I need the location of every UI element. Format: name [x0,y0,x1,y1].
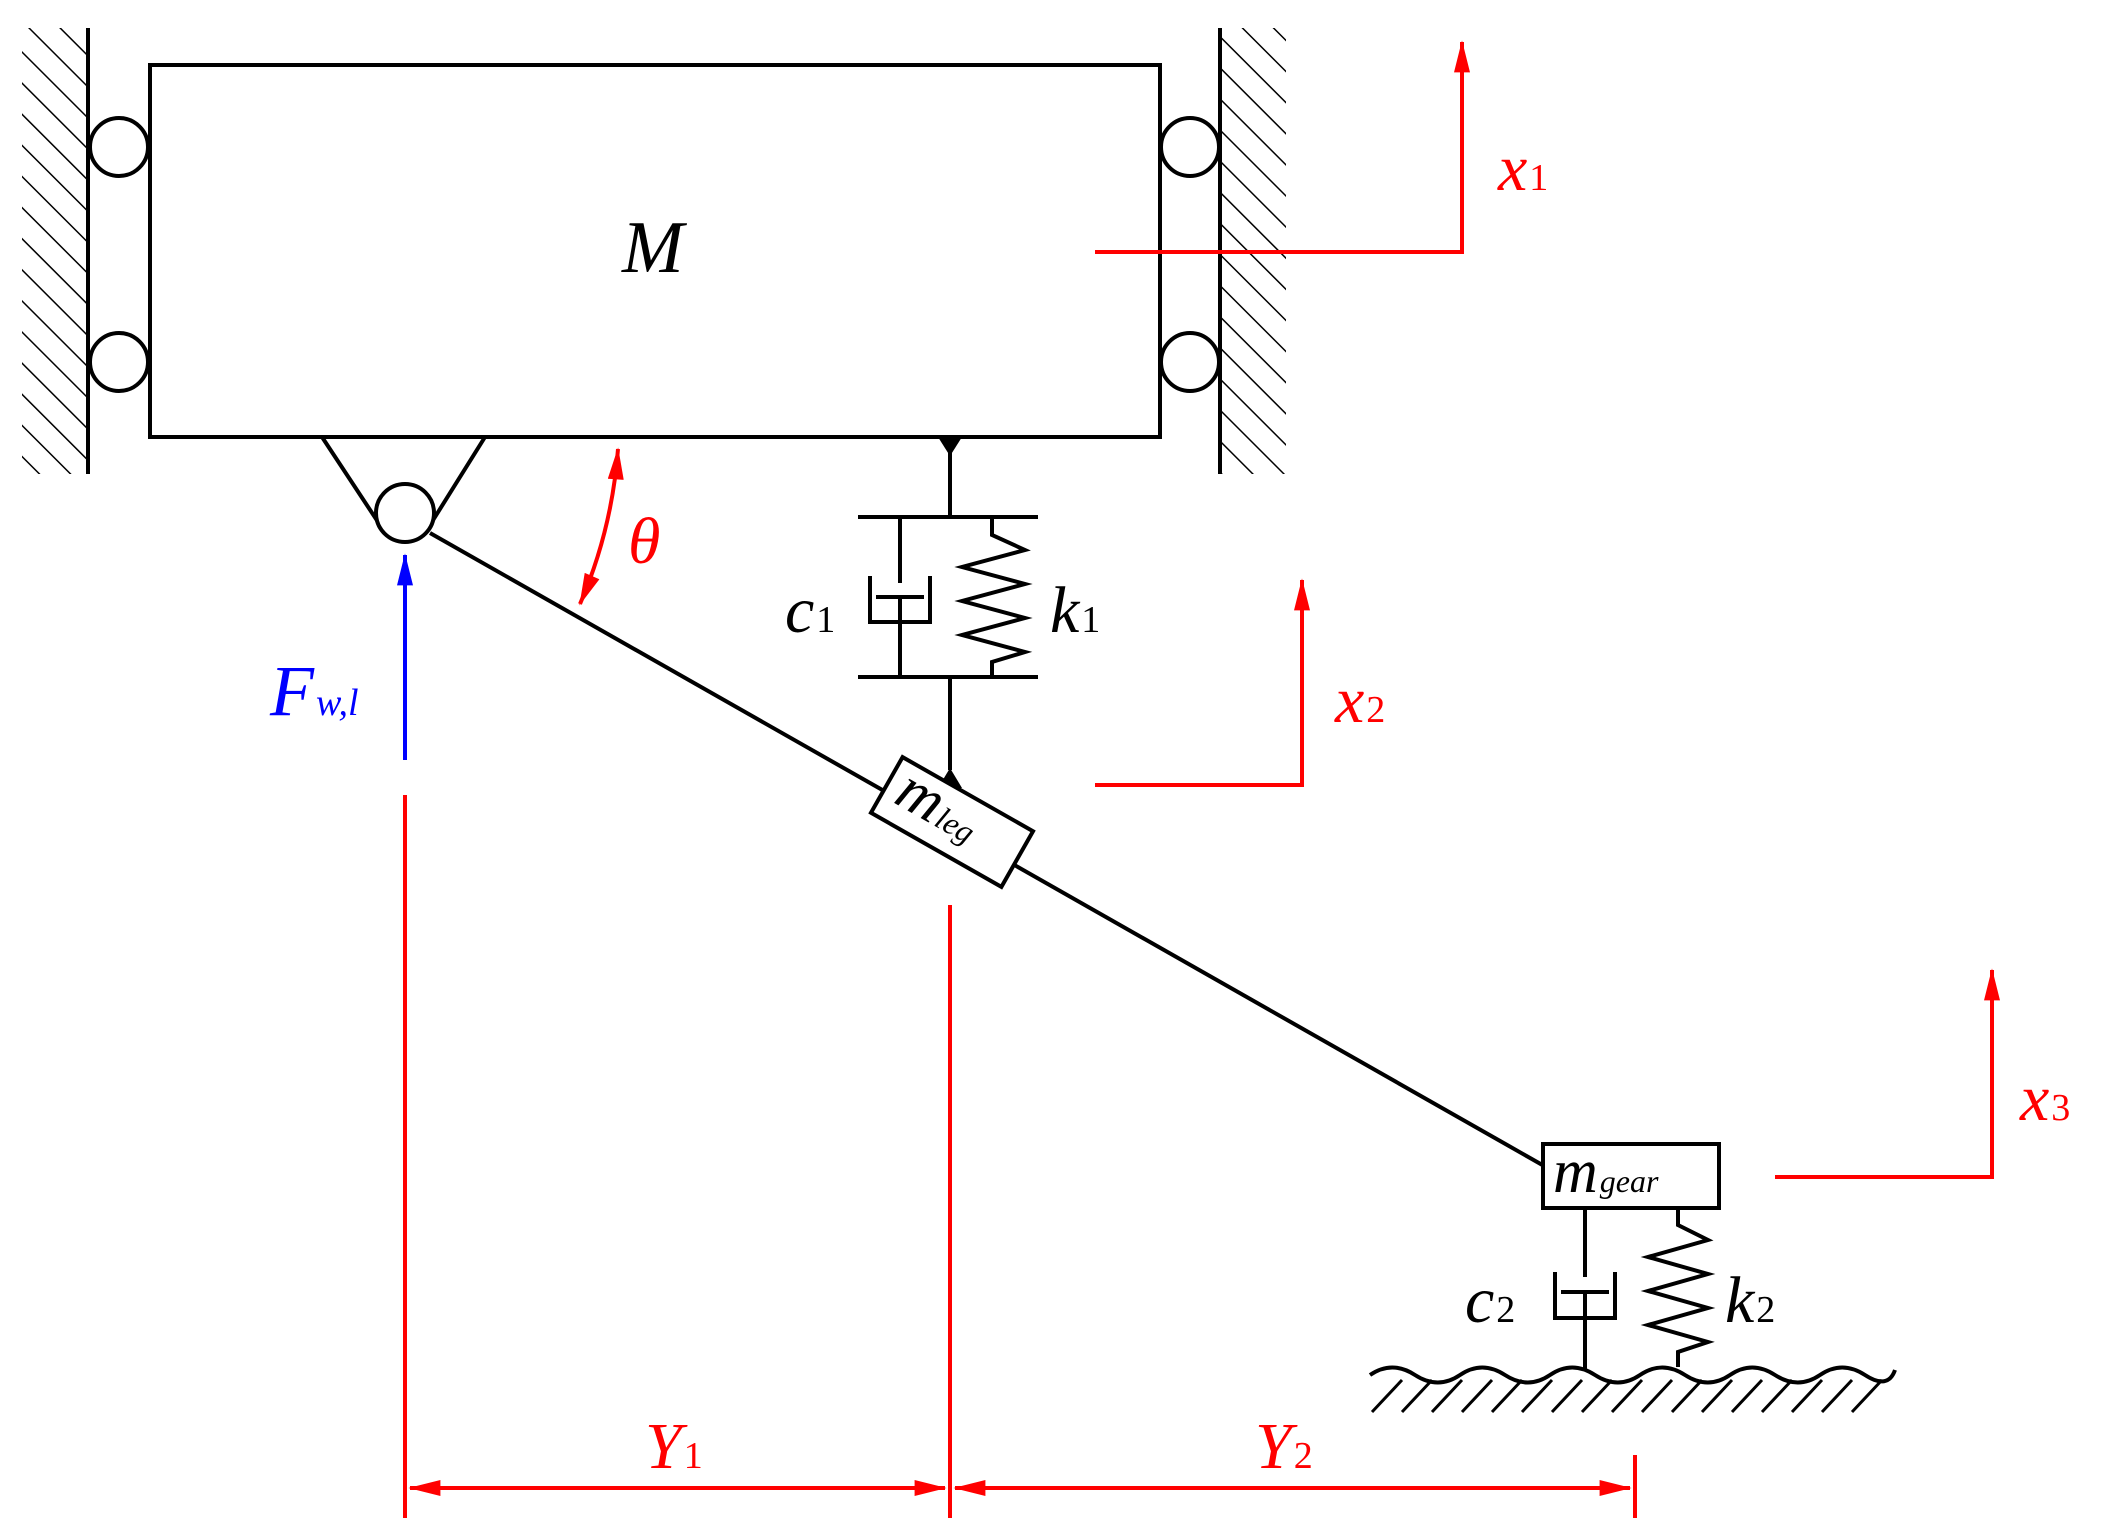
gear-mass-block [1541,1142,1721,1210]
displacement-x1-label: x1 [1497,132,1548,205]
roller-left-bottom [88,331,150,393]
spring-k2-label: k2 [1725,1264,1775,1337]
main-mass-label: M [621,207,688,289]
angle-theta-label: θ [628,505,660,578]
gear-mass-label: mgear [1553,1138,1659,1206]
leg-mass-block: mleg [868,754,1036,890]
ground [1368,1365,1897,1414]
roller-right-bottom [1159,331,1221,393]
roller-right-top [1159,116,1221,178]
displacement-x2-arrow [1095,578,1310,787]
suspension-2 [1553,1208,1716,1370]
roller-left-top [88,116,150,178]
spring-k1-label: k1 [1050,574,1100,647]
force-label: Fw,l [269,651,359,731]
dimension-lines [403,795,1637,1518]
displacement-x3-arrow [1775,968,2000,1179]
pivot-pin [374,482,436,544]
main-mass-box [148,63,1162,439]
displacement-x1-arrow [1095,40,1470,254]
damper-c2-label: c2 [1465,1264,1515,1337]
dimension-y2-label: Y2 [1255,1410,1313,1483]
damper-c1-label: c1 [785,574,835,647]
displacement-x2-label: x2 [1334,664,1385,737]
displacement-x3-label: x3 [2019,1062,2070,1135]
suspension-1 [858,437,1038,770]
angle-theta-arc [578,447,624,606]
dimension-y1-label: Y1 [645,1410,703,1483]
left-wall [22,28,90,474]
